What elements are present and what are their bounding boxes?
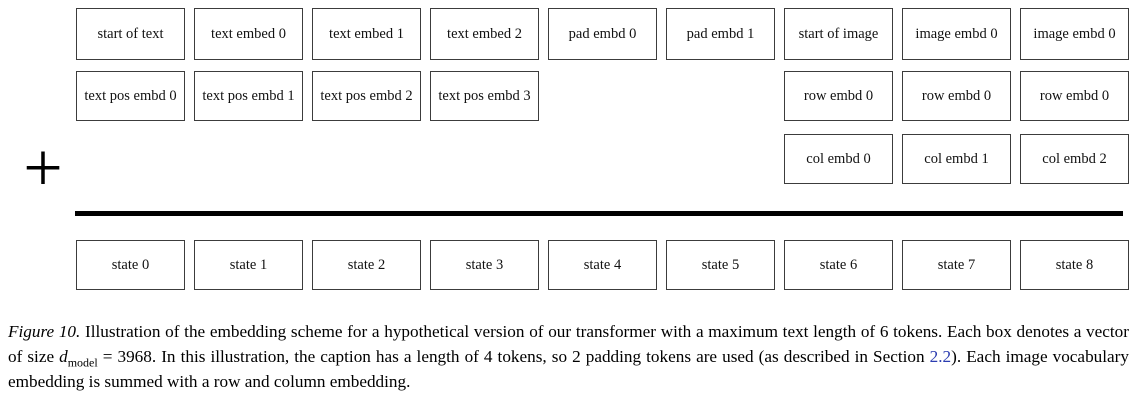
text-pos-embedding-row: text pos embd 0 text pos embd 1 text pos… xyxy=(76,71,539,121)
caption-text-1: Illustration of the embedding scheme for… xyxy=(8,322,1130,366)
state-box-5: state 5 xyxy=(666,240,775,290)
embed-box-row-embd-0c: row embd 0 xyxy=(1020,71,1129,121)
math-d-model-sub: model xyxy=(67,355,98,370)
state-box-1: state 1 xyxy=(194,240,303,290)
figure-caption-label: Figure 10. xyxy=(8,322,81,341)
state-box-0: state 0 xyxy=(76,240,185,290)
embed-box-text-pos-embd-0: text pos embd 0 xyxy=(76,71,185,121)
embed-box-col-embd-1: col embd 1 xyxy=(902,134,1011,184)
token-embedding-row: start of text text embed 0 text embed 1 … xyxy=(76,8,1129,60)
embed-box-image-embd-0b: image embd 0 xyxy=(1020,8,1129,60)
embed-box-col-embd-0: col embd 0 xyxy=(784,134,893,184)
caption-text-2: = 3968. In this illustration, the captio… xyxy=(97,347,930,366)
plus-icon: + xyxy=(10,134,76,204)
plus-symbol: + xyxy=(23,130,63,207)
col-embedding-row: col embd 0 col embd 1 col embd 2 xyxy=(784,134,1129,184)
embed-box-text-pos-embd-3: text pos embd 3 xyxy=(430,71,539,121)
embed-box-row-embd-0b: row embd 0 xyxy=(902,71,1011,121)
state-box-4: state 4 xyxy=(548,240,657,290)
embed-box-col-embd-2: col embd 2 xyxy=(1020,134,1129,184)
embed-box-text-embed-0: text embed 0 xyxy=(194,8,303,60)
embed-box-image-embd-0a: image embd 0 xyxy=(902,8,1011,60)
embed-box-start-of-image: start of image xyxy=(784,8,893,60)
math-d-model-var: d xyxy=(59,347,68,366)
state-row: state 0 state 1 state 2 state 3 state 4 … xyxy=(76,240,1129,290)
embed-box-pad-embd-1: pad embd 1 xyxy=(666,8,775,60)
state-box-7: state 7 xyxy=(902,240,1011,290)
section-2-2-link[interactable]: 2.2 xyxy=(929,347,952,366)
embed-box-text-embed-2: text embed 2 xyxy=(430,8,539,60)
row-embedding-row: row embd 0 row embd 0 row embd 0 xyxy=(784,71,1129,121)
embed-box-row-embd-0a: row embd 0 xyxy=(784,71,893,121)
state-box-2: state 2 xyxy=(312,240,421,290)
state-box-8: state 8 xyxy=(1020,240,1129,290)
embed-box-text-embed-1: text embed 1 xyxy=(312,8,421,60)
state-box-6: state 6 xyxy=(784,240,893,290)
embed-box-text-pos-embd-1: text pos embd 1 xyxy=(194,71,303,121)
embed-box-text-pos-embd-2: text pos embd 2 xyxy=(312,71,421,121)
summation-line xyxy=(75,211,1123,216)
embed-box-pad-embd-0: pad embd 0 xyxy=(548,8,657,60)
figure-caption: Figure 10. Illustration of the embedding… xyxy=(8,319,1129,394)
state-box-3: state 3 xyxy=(430,240,539,290)
caption-text-3: ). Each image vocabulary embedding is su… xyxy=(8,347,1129,391)
embed-box-start-of-text: start of text xyxy=(76,8,185,60)
